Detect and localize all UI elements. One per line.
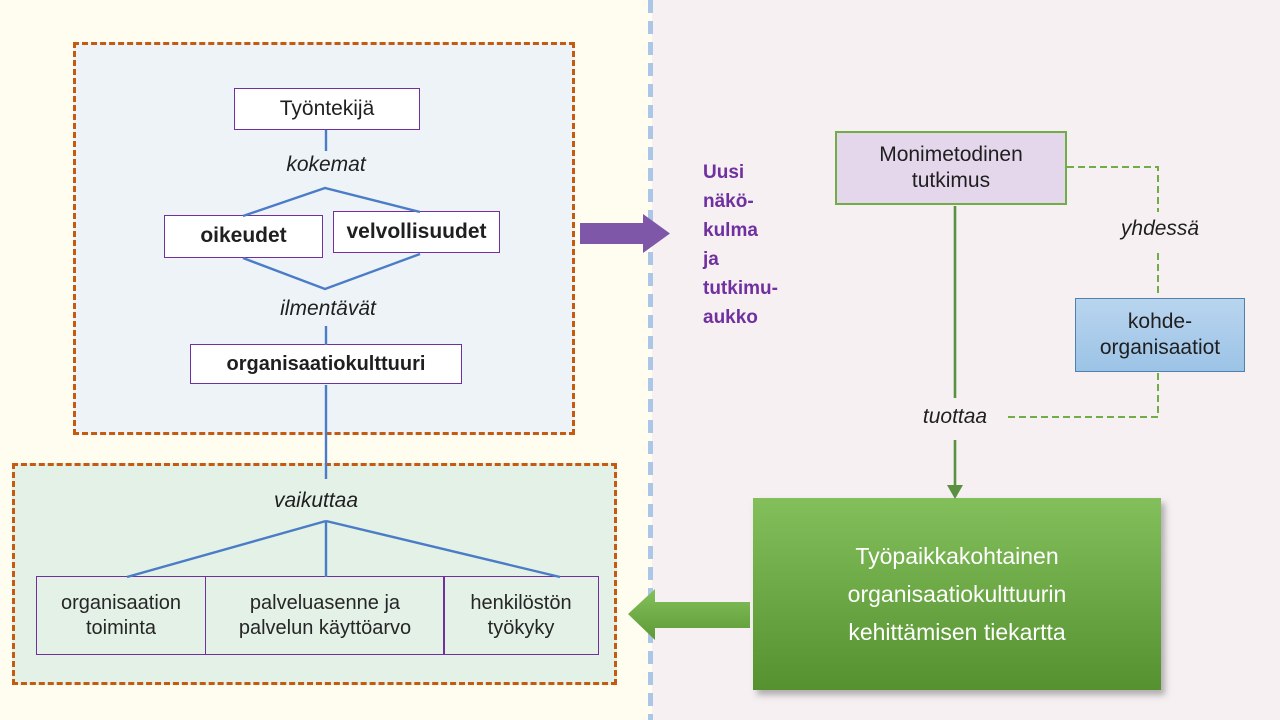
roadmap-box: Työpaikkakohtainen organisaatiokulttuuri…: [753, 498, 1161, 690]
vertical-dashed-divider: [648, 0, 653, 720]
tuottaa-label: tuottaa: [922, 405, 988, 428]
outcome-box-staff-workability: henkilöstön työkyky: [443, 576, 599, 655]
outcome-box-organisation-activity: organisaation toiminta: [36, 576, 206, 655]
duties-box: velvollisuudet: [333, 211, 500, 253]
organisation-culture-box: organisaatiokulttuuri: [190, 344, 462, 384]
outcome-box-service-attitude: palveluasenne ja palvelun käyttöarvo: [205, 576, 445, 655]
ilmentavat-label: ilmentävät: [280, 297, 376, 320]
vaikuttaa-label: vaikuttaa: [273, 489, 359, 512]
yhdessa-label: yhdessä: [1120, 217, 1200, 240]
multimethod-research-box: Monimetodinen tutkimus: [835, 131, 1067, 205]
kokemat-label: kokemat: [286, 153, 366, 176]
rights-box: oikeudet: [164, 215, 323, 258]
research-gap-note: Uusi näkö- kulma ja tutkimu- aukko: [703, 162, 778, 328]
employee-box: Työntekijä: [234, 88, 420, 130]
target-organisations-box: kohde- organisaatiot: [1075, 298, 1245, 372]
